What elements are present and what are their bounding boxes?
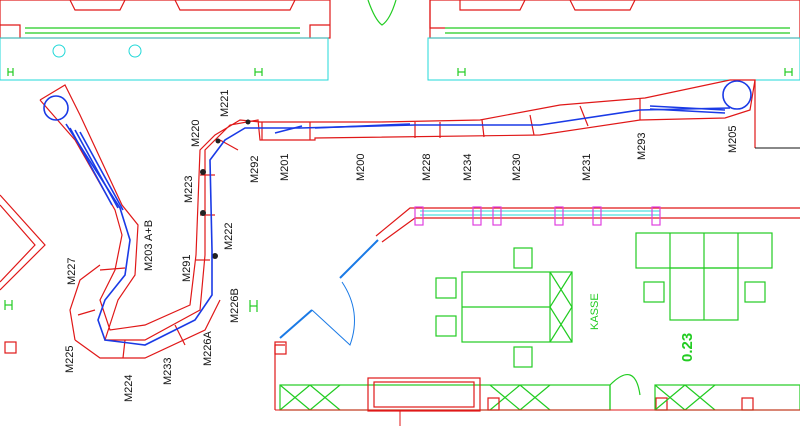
label-m226a: M226A <box>202 330 214 366</box>
label-m231: M231 <box>581 153 593 181</box>
label-m205: M205 <box>727 125 739 153</box>
label-m293: M293 <box>636 132 648 160</box>
label-m228: M228 <box>421 153 433 181</box>
room-kasse <box>274 206 800 426</box>
conveyor-belt <box>43 80 752 346</box>
structure-marker <box>249 300 258 312</box>
label-m230: M230 <box>511 153 523 181</box>
label-m234: M234 <box>462 153 474 181</box>
dimension-label: 0.23 <box>679 333 696 362</box>
label-m225: M225 <box>64 345 76 373</box>
label-m292: M292 <box>249 155 261 183</box>
room-label-kasse: KASSE <box>589 293 601 330</box>
building-block-top-right <box>427 0 800 81</box>
label-m200: M200 <box>355 153 367 181</box>
label-m222: M222 <box>223 222 235 250</box>
fountain-arc <box>367 0 397 26</box>
label-m226b: M226B <box>229 288 241 323</box>
building-edge-left <box>0 194 46 354</box>
label-m233: M233 <box>162 357 174 385</box>
building-block-top-left <box>0 0 331 81</box>
label-m220: M220 <box>190 119 202 147</box>
label-m203ab: M203 A+B <box>143 220 155 271</box>
label-m227: M227 <box>66 257 78 285</box>
label-m291: M291 <box>181 254 193 282</box>
label-m224: M224 <box>123 374 135 402</box>
label-m223: M223 <box>183 175 195 203</box>
label-m221: M221 <box>219 89 231 117</box>
conveyor-outline <box>39 79 800 359</box>
checkout-fixtures <box>435 232 773 368</box>
label-m201: M201 <box>279 153 291 181</box>
